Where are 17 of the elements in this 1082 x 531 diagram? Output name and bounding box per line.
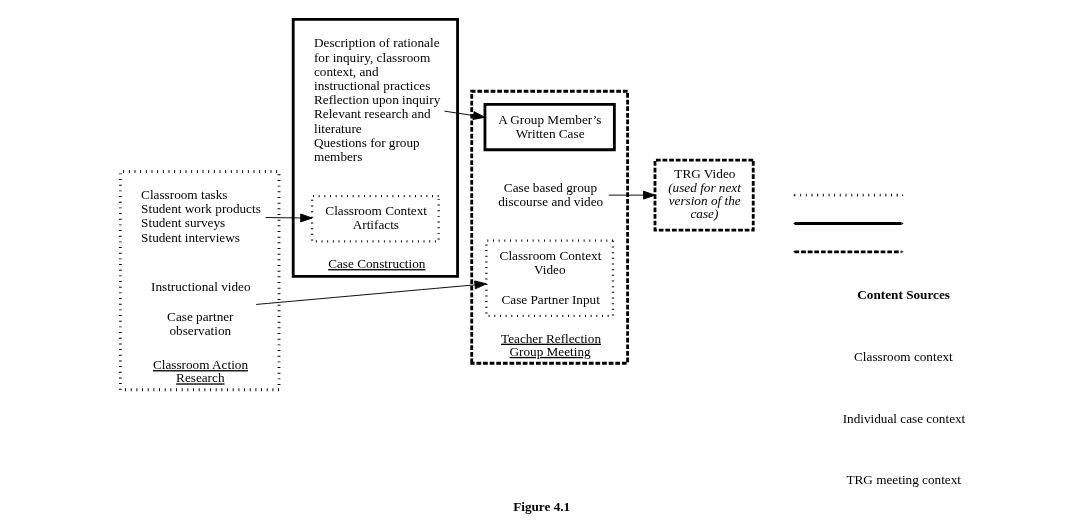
node-box: TRG Video (used for next version of the case)	[653, 158, 755, 232]
node-box: Classroom Context Artifacts	[310, 194, 440, 243]
label: Content Sources	[856, 286, 950, 302]
legend-label: TRG meeting context	[845, 471, 961, 487]
node-text: Case based group discourse and video	[497, 179, 603, 209]
arrow	[255, 280, 487, 305]
arrow	[443, 110, 485, 120]
node-text: Description of rationale for inquiry, classroom context, and instructional practices Reflection upon inquiry Relevant research and literature Questions for group members	[313, 35, 440, 164]
caption: Figure 4.1	[512, 498, 570, 514]
node-text: Classroom tasks Student work products Student surveys Student interviews	[140, 187, 261, 245]
arrow	[607, 190, 655, 200]
legend-label: Individual case context	[842, 410, 965, 426]
arrow	[264, 213, 312, 223]
legend-label: Classroom context	[853, 349, 953, 365]
node-text: Instructional video Case partner observation	[150, 278, 251, 339]
node-box: A Group Member’s Written Case	[483, 103, 616, 152]
node-box: Classroom Context Video Case Partner Input	[484, 239, 614, 318]
